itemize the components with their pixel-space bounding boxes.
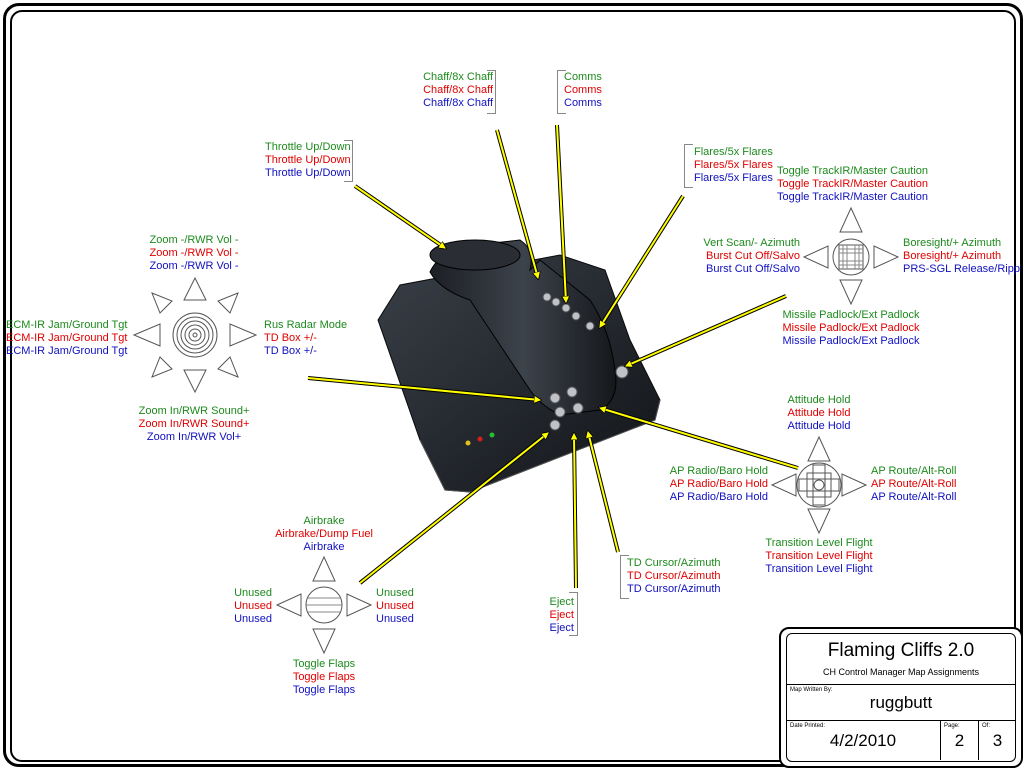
author-name: ruggbutt <box>869 693 933 712</box>
page-total: 3 <box>992 731 1003 750</box>
chaff-bracket <box>487 70 496 114</box>
written-by-label: Map Written By: <box>790 687 833 693</box>
sheet-outer-border <box>3 3 1023 767</box>
ap-hat-diagram <box>770 435 868 535</box>
left-hat-down-label: Zoom In/RWR Sound+Zoom In/RWR Sound+Zoom… <box>138 405 250 443</box>
title-block-inner <box>786 633 1016 762</box>
page-label: Page: <box>944 723 960 729</box>
title-block-divider-4 <box>978 720 979 760</box>
airbrake-hat-diagram <box>275 555 373 655</box>
throttle-grip <box>429 239 629 431</box>
title-block-divider-1 <box>786 684 1016 685</box>
eject-bracket <box>569 592 578 636</box>
page-number: 2 <box>954 731 965 750</box>
comms-bracket <box>557 70 566 114</box>
assignment-arrows <box>307 124 799 589</box>
flares-bracket <box>684 144 693 188</box>
right-hat-diagram <box>802 206 900 306</box>
sheet-inner-border <box>10 10 1016 762</box>
status-leds <box>465 432 495 446</box>
title-block <box>779 627 1023 768</box>
title-block-divider-3 <box>940 720 941 760</box>
left-hat-diagram <box>132 276 258 394</box>
sheet-subtitle: CH Control Manager Map Assignments <box>822 667 980 677</box>
throttle-bracket <box>344 140 353 182</box>
of-label: Of: <box>982 723 991 729</box>
print-date: 4/2/2010 <box>829 731 897 750</box>
sheet-title: Flaming Cliffs 2.0 <box>827 640 975 661</box>
date-label: Date Printed: <box>790 723 826 729</box>
left-hat-up-label: Zoom -/RWR Vol -Zoom -/RWR Vol -Zoom -/R… <box>149 234 239 272</box>
td-cursor-bracket <box>620 555 629 599</box>
title-block-divider-2 <box>786 720 1016 721</box>
